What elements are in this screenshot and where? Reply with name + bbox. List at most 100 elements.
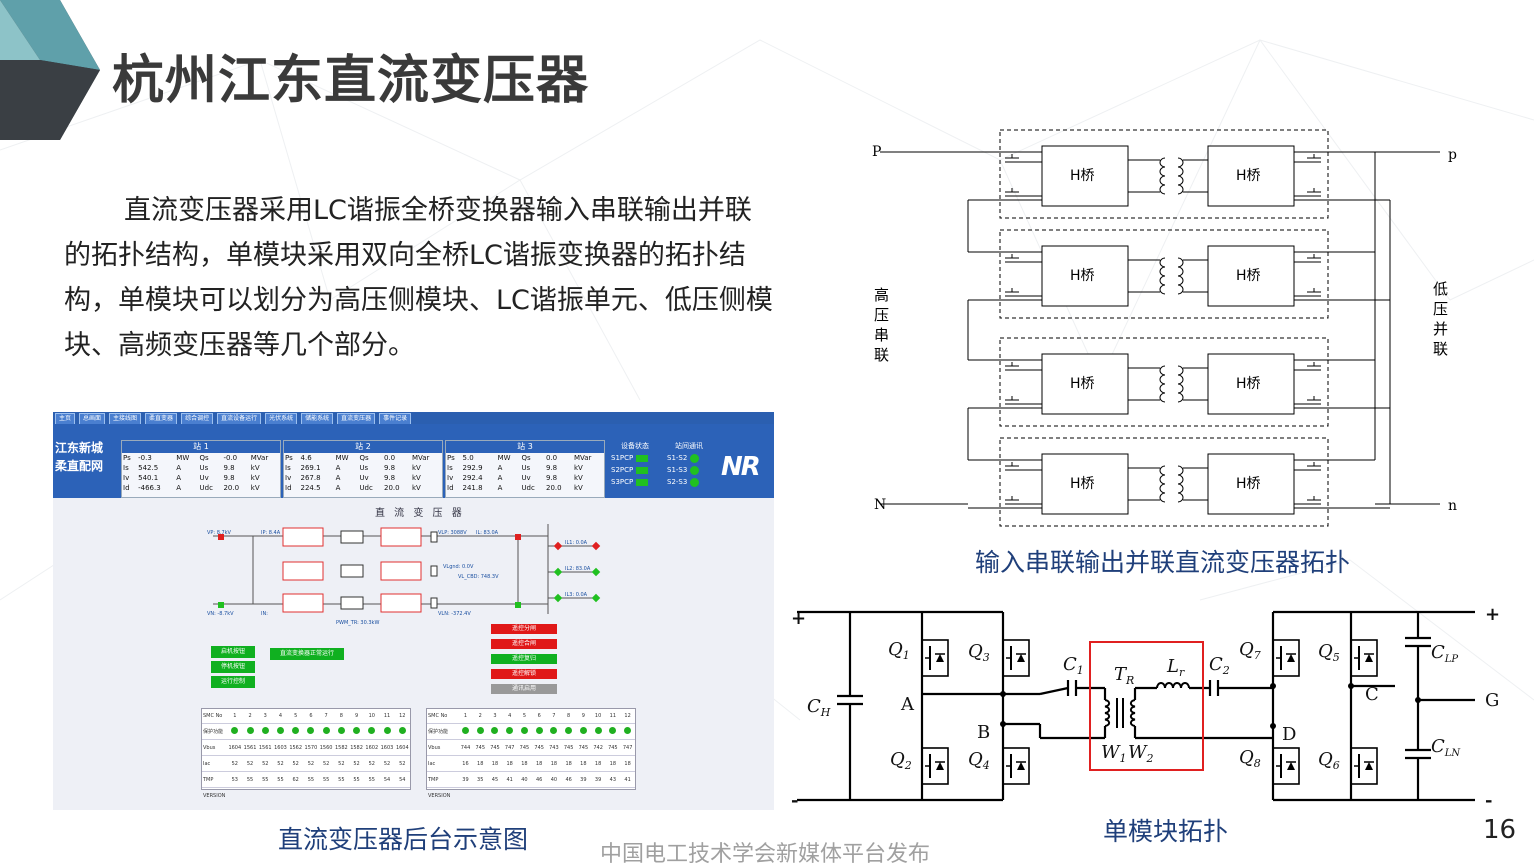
label-q6: Q6 [1318, 749, 1340, 772]
hmi-remote-button[interactable]: 遥控解锁 [491, 669, 557, 679]
hmi-control-button[interactable]: 停机按钮 [211, 661, 255, 673]
station-cell: 0.0 [383, 454, 396, 462]
svg-text:压: 压 [1433, 300, 1448, 318]
station-cell: kV [250, 474, 260, 482]
minus-left: - [791, 790, 798, 811]
svg-text:联: 联 [1433, 340, 1448, 358]
station-cell: kV [411, 474, 421, 482]
station-cell: Ps [447, 454, 455, 462]
svg-text:VL_CBD: 748.3V: VL_CBD: 748.3V [458, 574, 499, 580]
station-cell: Iv [123, 474, 130, 482]
station-cell: Is [123, 464, 129, 472]
single-module-diagram: + - + - CH A B C D G Q1 Q2 Q3 Q4 Q5 Q6 Q… [791, 604, 1500, 811]
device-status-row: S3PCP [609, 476, 661, 488]
terminal-P: P [872, 144, 881, 160]
station-cell: kV [573, 464, 583, 472]
station-cell: Ps [123, 454, 131, 462]
label-q8: Q8 [1239, 747, 1261, 770]
h-bridge-label: H桥 [1236, 168, 1261, 184]
igbt-switch [1272, 747, 1300, 785]
station-cell: Uv [199, 474, 209, 482]
igbt-switch [1002, 639, 1030, 677]
minus-right: - [1485, 790, 1492, 811]
igbt-switch [921, 747, 949, 785]
smc-status-led [292, 727, 300, 734]
svg-text:IL: 83.0A: IL: 83.0A [476, 530, 499, 536]
hmi-diagram-title: 直 流 变 压 器 [375, 508, 465, 519]
station-cell: Qs [521, 454, 531, 462]
label-node-d: D [1282, 724, 1296, 745]
svg-text:VP: 8.7kV: VP: 8.7kV [207, 530, 232, 536]
topology-module: H桥 H桥 [968, 437, 1390, 527]
hmi-remote-button[interactable]: 遥控分闸 [491, 624, 557, 634]
svg-text:IL2: 83.0A: IL2: 83.0A [565, 566, 591, 572]
h-bridge-label: H桥 [1070, 476, 1095, 492]
svg-text:串: 串 [874, 326, 889, 344]
plus-left: + [791, 608, 806, 629]
station-cell: A [176, 484, 182, 492]
station-cell: 542.5 [138, 464, 159, 472]
label-cln: CLN [1431, 736, 1461, 759]
smc-status-led [506, 727, 514, 734]
smc-status-led [624, 727, 632, 734]
svg-text:PWM_TR: 30.3kW: PWM_TR: 30.3kW [336, 620, 379, 626]
backend-hmi-screenshot: 主页总画面主接线图柔直变器综合调控直流设备运行光伏系统储能系统直流变压器事件记录… [53, 412, 774, 810]
station-title: 站 2 [284, 441, 442, 453]
smc-status-led [491, 727, 499, 734]
corner-arrow-decoration [0, 0, 100, 140]
station-cell: Udc [521, 484, 535, 492]
status-led [636, 454, 649, 462]
hmi-remote-button[interactable]: 遥控合闸 [491, 639, 557, 649]
resonant-unit-highlight [1089, 641, 1204, 771]
hmi-tab[interactable]: 总画面 [79, 413, 106, 425]
smc-status-led [535, 727, 543, 734]
station-cell: kV [573, 484, 583, 492]
station-cell: 0.0 [545, 454, 558, 462]
station-cell: A [335, 464, 341, 472]
hmi-remote-button[interactable]: 通讯启用 [491, 684, 557, 694]
comm-status-row: S1-S3 [665, 464, 713, 476]
station-cell: A [497, 484, 503, 492]
svg-text:VLP: 3088V: VLP: 3088V [438, 530, 467, 536]
hmi-remote-button[interactable]: 遥控复归 [491, 654, 557, 664]
hmi-control-button[interactable]: 运行控制 [211, 676, 255, 688]
smc-status-led [550, 727, 558, 734]
terminal-n: n [1448, 498, 1457, 514]
h-bridge-hv [1041, 453, 1129, 515]
smc-status-led [231, 727, 239, 734]
hmi-tab-bar: 主页总画面主接线图柔直变器综合调控直流设备运行光伏系统储能系统直流变压器事件记录 [53, 412, 774, 425]
svg-text:压: 压 [874, 306, 889, 324]
station-cell: 20.0 [223, 484, 240, 492]
h-bridge-label: H桥 [1236, 476, 1261, 492]
label-q3: Q3 [968, 641, 990, 664]
status-led [690, 453, 700, 463]
smc-status-led [383, 727, 391, 734]
label-q5: Q5 [1318, 641, 1340, 664]
hmi-control-button[interactable]: 启机按钮 [211, 646, 255, 658]
station-cell: 241.8 [462, 484, 483, 492]
single-module-caption: 单模块拓扑 [1103, 817, 1229, 846]
station-cell: 20.0 [545, 484, 562, 492]
label-q1: Q1 [888, 639, 910, 662]
label-q7: Q7 [1239, 639, 1261, 662]
station-cell: -0.3 [138, 454, 152, 462]
station-cell: 267.8 [300, 474, 321, 482]
station-cell: Udc [199, 484, 213, 492]
station-cell: kV [411, 464, 421, 472]
station-cell: 9.8 [545, 474, 558, 482]
h-bridge-lv [1207, 453, 1295, 515]
igbt-switch [1002, 747, 1030, 785]
label-g: G [1485, 690, 1499, 711]
smc-status-led [398, 727, 406, 734]
topology-caption: 输入串联输出并联直流变压器拓扑 [975, 548, 1351, 577]
station-cell: -466.3 [138, 484, 161, 492]
station-cell: Is [285, 464, 291, 472]
station-cell: Us [521, 464, 531, 472]
station-cell: Iv [285, 474, 292, 482]
label-node-c: C [1365, 684, 1379, 705]
